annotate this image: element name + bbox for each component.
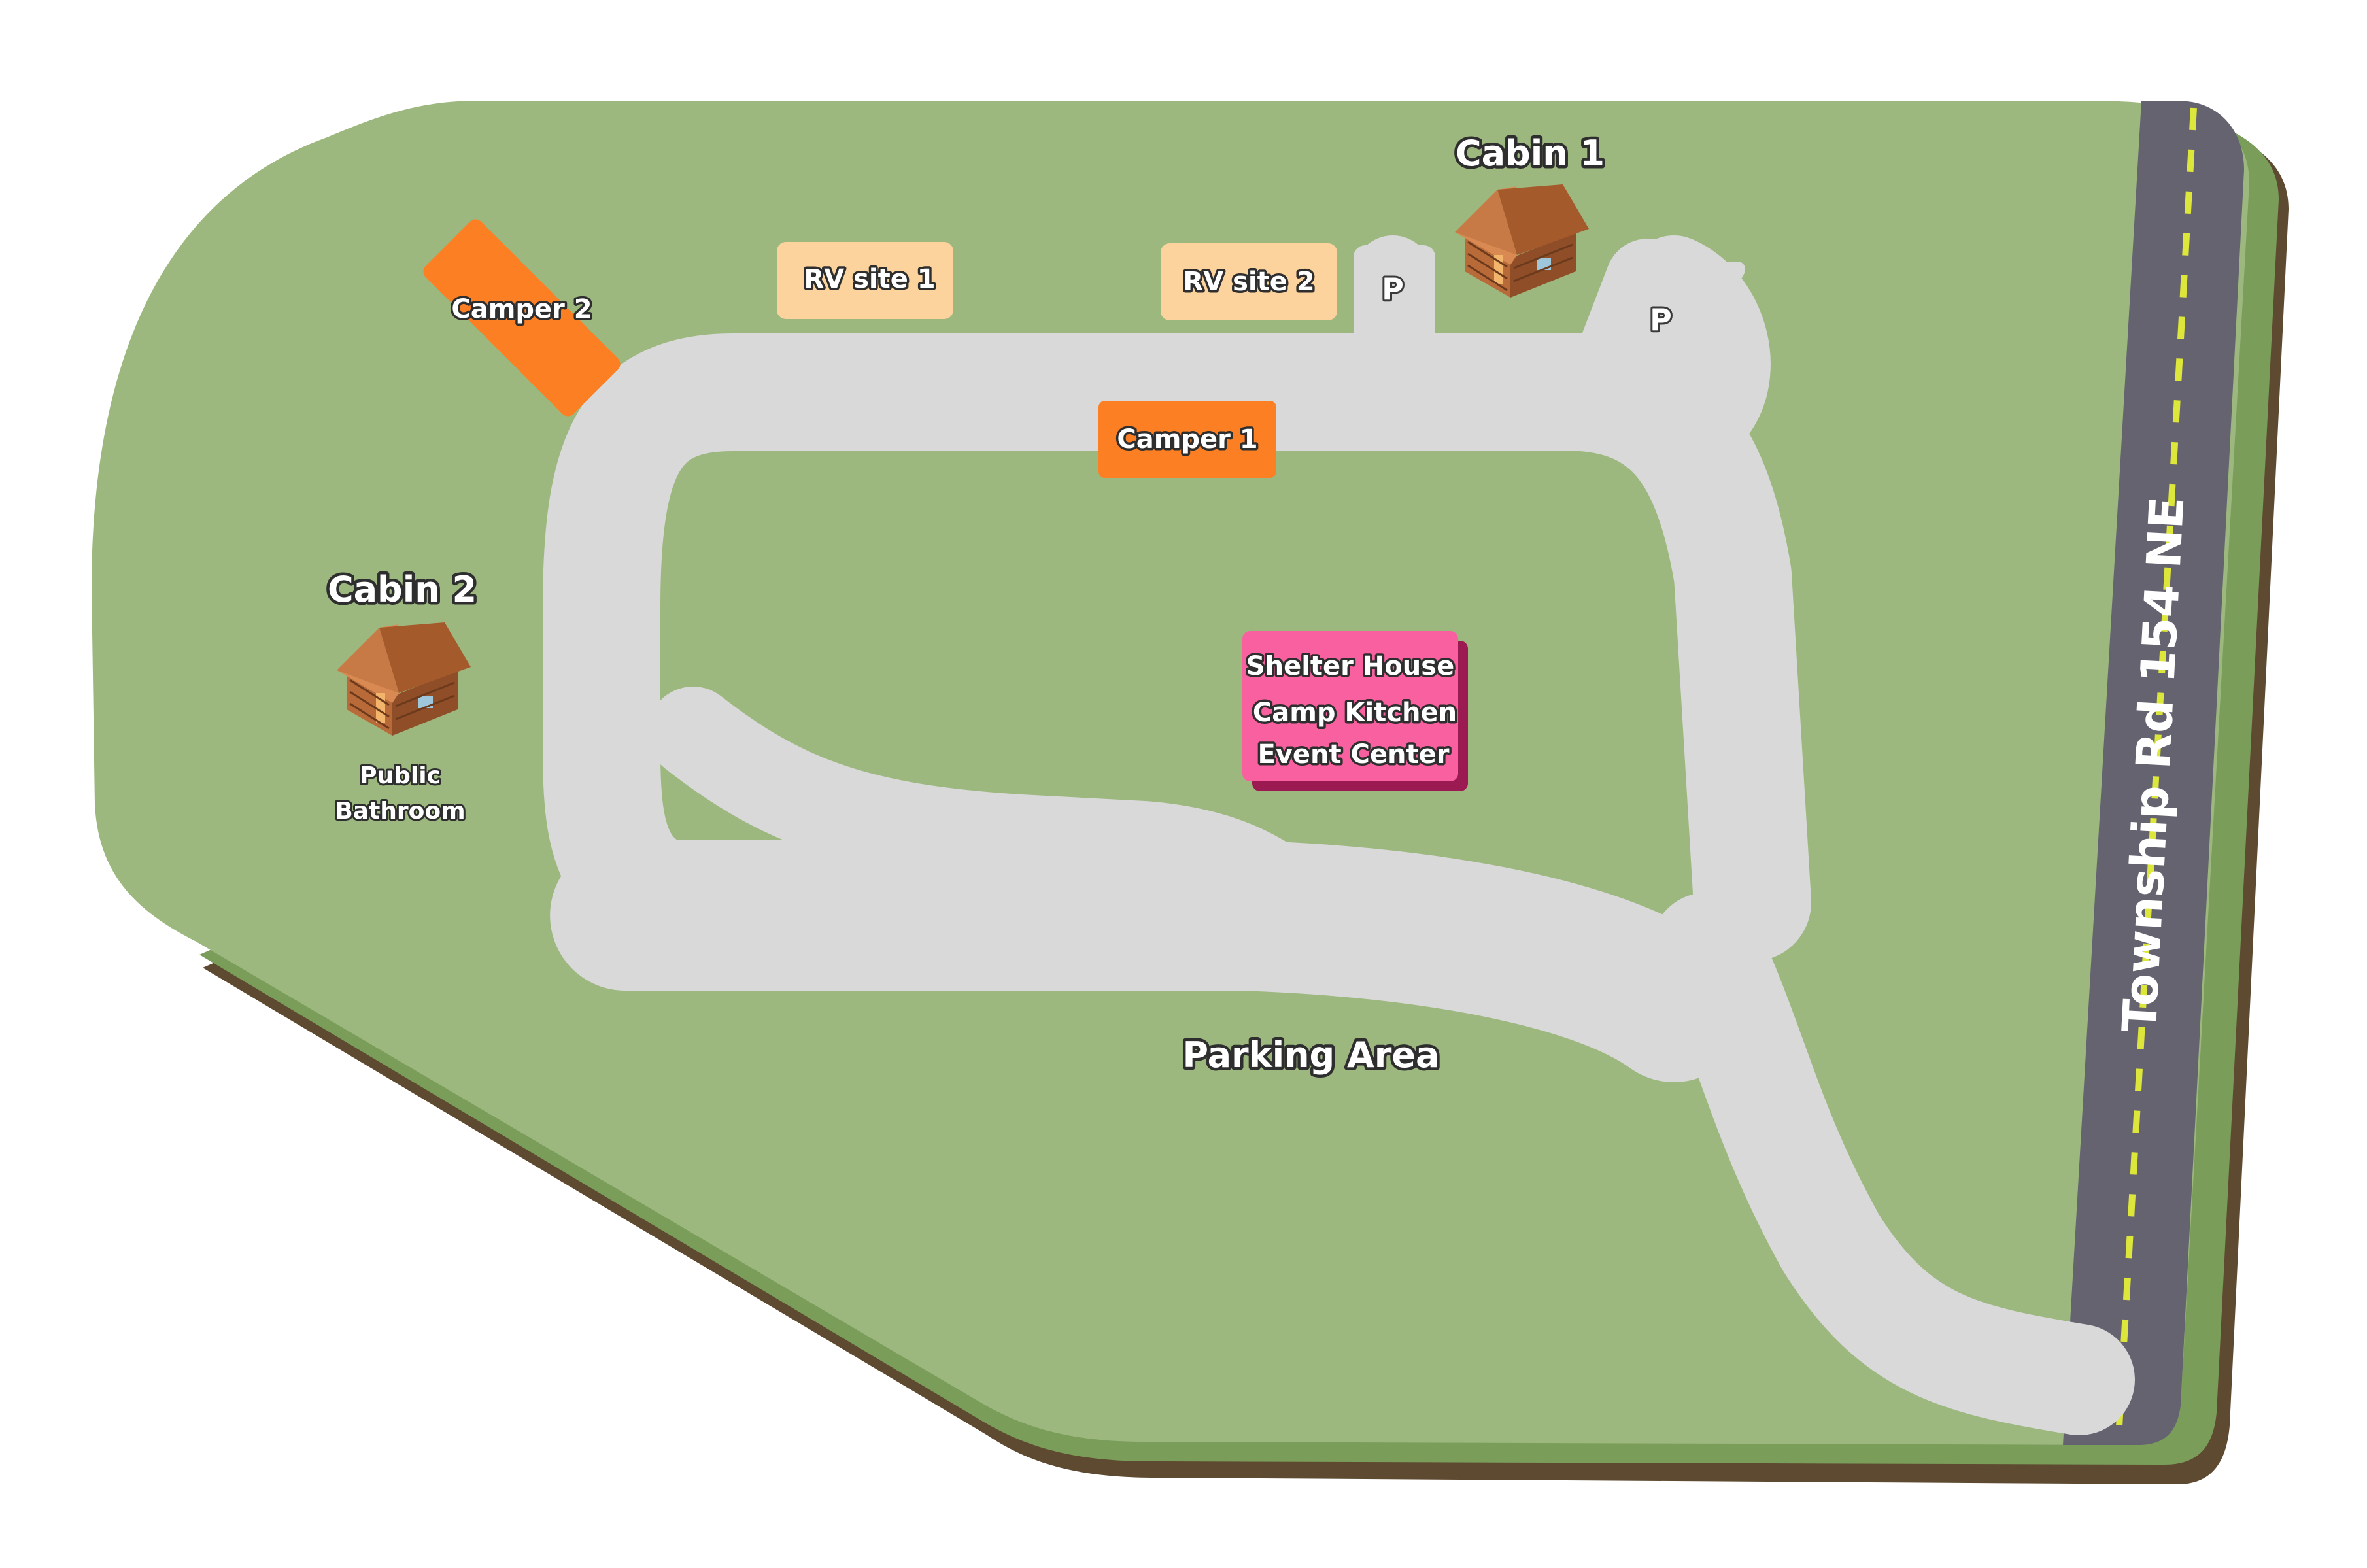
- svg-text:Camper 2: Camper 2: [451, 294, 592, 324]
- svg-text:Cabin 2: Cabin 2: [328, 569, 477, 610]
- cabin-icon: [337, 622, 471, 736]
- rv-site-2[interactable]: RV site 2: [1161, 243, 1337, 320]
- svg-text:Camp Kitchen: Camp Kitchen: [1253, 698, 1457, 728]
- svg-text:Camper 1: Camper 1: [1117, 424, 1257, 454]
- svg-text:Cabin 1: Cabin 1: [1456, 133, 1605, 174]
- shelter-house[interactable]: Shelter House Camp Kitchen Event Center: [1242, 631, 1468, 791]
- parking-marker-2: P: [1650, 302, 1672, 337]
- rv-site-1[interactable]: RV site 1: [777, 242, 953, 319]
- parking-spur-2: [1582, 262, 1745, 405]
- svg-text:RV site 1: RV site 1: [804, 264, 935, 294]
- public-bathroom-label-2: Bathroom: [335, 798, 465, 825]
- svg-text:Event Center: Event Center: [1258, 740, 1450, 770]
- camper-1[interactable]: Camper 1: [1098, 401, 1276, 478]
- public-bathroom-label: Public: [360, 762, 441, 789]
- cabin-icon: [1455, 184, 1589, 298]
- camper-2[interactable]: Camper 2: [409, 197, 643, 430]
- cabin-2[interactable]: Cabin 2 Public Bathroom: [324, 566, 479, 827]
- parking-area-label: Parking Area: [1182, 1034, 1439, 1076]
- road-center-line: [2115, 107, 2197, 1439]
- parking-marker-1: P: [1382, 271, 1404, 307]
- cabin-1[interactable]: Cabin 1: [1452, 130, 1608, 298]
- parking-spur-1: [1354, 245, 1435, 356]
- svg-text:RV site 2: RV site 2: [1183, 267, 1314, 297]
- svg-text:Shelter House: Shelter House: [1246, 651, 1454, 681]
- township-road: [2063, 101, 2244, 1445]
